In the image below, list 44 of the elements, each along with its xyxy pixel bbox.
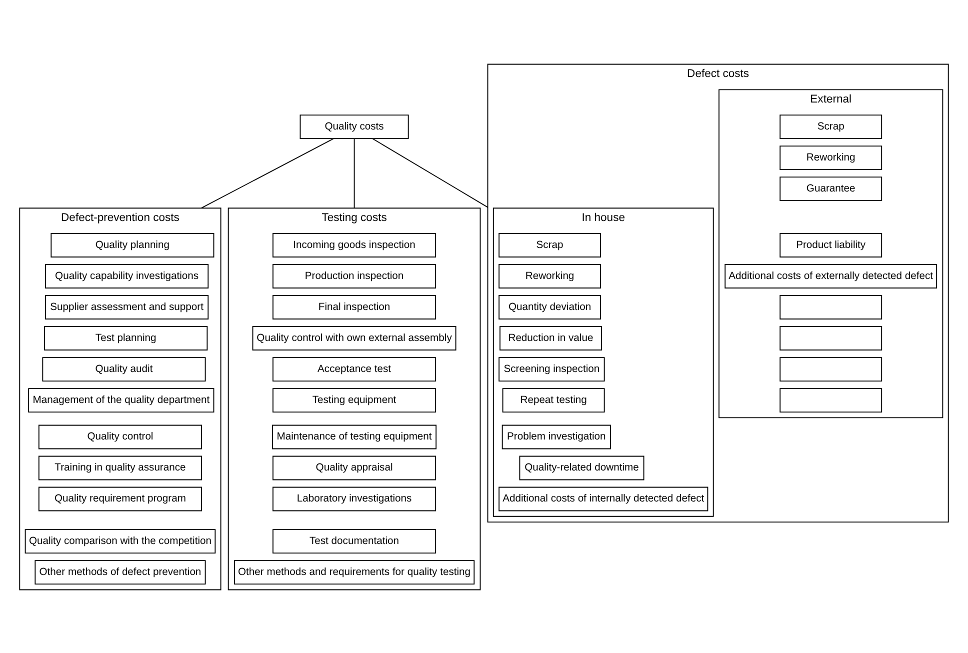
node-box: Quality requirement program	[38, 486, 202, 511]
node-box: Guarantee	[780, 176, 882, 201]
node-box	[780, 294, 882, 319]
node-box: Quantity deviation	[498, 294, 602, 319]
node-box: Other methods of defect prevention	[34, 560, 206, 584]
node-box: Acceptance test	[272, 356, 436, 382]
node-box: Quality audit	[42, 356, 206, 382]
node-box	[780, 388, 882, 412]
node-box: Final inspection	[272, 294, 436, 319]
node-box: Repeat testing	[502, 388, 605, 412]
node-box: Quality planning	[50, 232, 214, 257]
node-box: Quality appraisal	[272, 455, 436, 480]
node-box: Reduction in value	[500, 326, 602, 350]
node-box: Quality control	[38, 424, 202, 449]
node-box: Scrap	[780, 114, 882, 138]
node-box: Laboratory investigations	[272, 486, 436, 511]
node-box: Testing equipment	[272, 388, 436, 412]
node-box: Scrap	[498, 232, 602, 257]
node-box: Quality comparison with the competition	[24, 528, 216, 554]
node-box: Reworking	[780, 145, 882, 170]
node-box: Quality-related downtime	[519, 455, 644, 480]
node-box	[780, 326, 882, 350]
node-box: Quality capability investigations	[45, 264, 209, 288]
node-box: Test documentation	[272, 528, 436, 554]
node-box	[780, 356, 882, 382]
node-box: Product liability	[780, 232, 882, 257]
node-box: Supplier assessment and support	[45, 294, 209, 319]
node-box: Additional costs of internally detected defect	[498, 486, 708, 511]
node-box: Reworking	[498, 264, 602, 288]
node-box: Problem investigation	[502, 424, 611, 449]
connector	[372, 138, 488, 208]
node-box: Training in quality assurance	[38, 455, 202, 480]
node-box: Production inspection	[272, 264, 436, 288]
node-box: Management of the quality department	[28, 388, 214, 412]
node-box: Screening inspection	[498, 356, 605, 382]
connector	[200, 138, 334, 208]
node-box: Quality control with own external assembly	[252, 326, 456, 350]
node-box: Quality costs	[300, 114, 409, 138]
node-box: Test planning	[44, 326, 208, 350]
connector	[354, 138, 355, 208]
node-box: Additional costs of externally detected defect	[724, 264, 938, 288]
node-box: Incoming goods inspection	[272, 232, 436, 257]
node-box: Maintenance of testing equipment	[272, 424, 437, 449]
node-box: Other methods and requirements for quality testing	[234, 560, 475, 584]
